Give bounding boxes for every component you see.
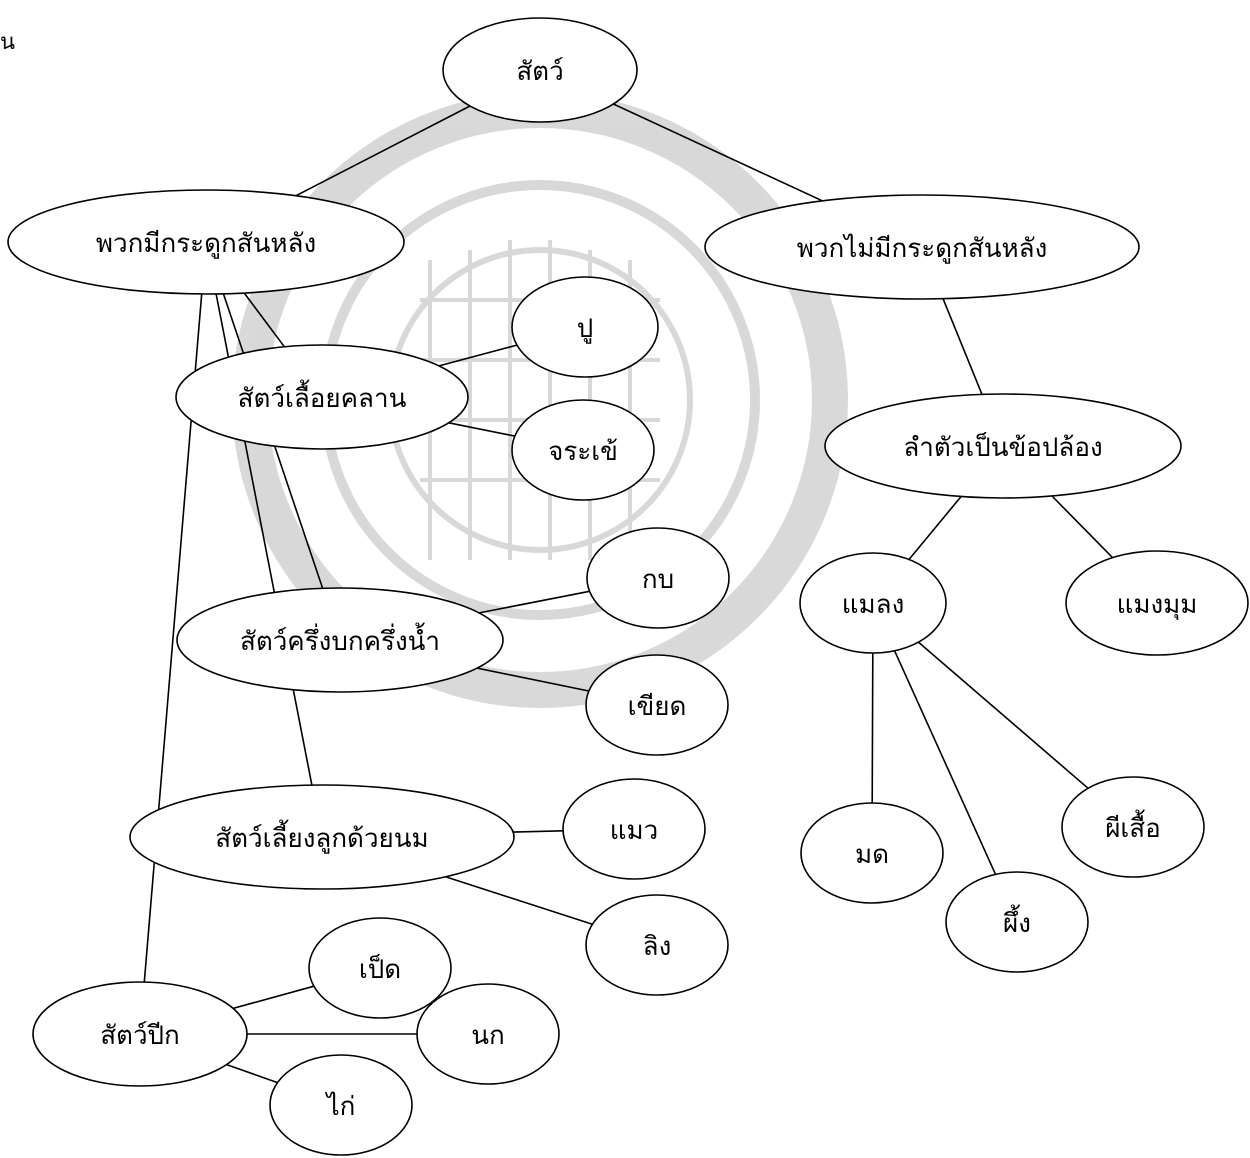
node-arthropods-label: ลำตัวเป็นข้อปล้อง: [903, 431, 1102, 463]
node-amphibians: สัตว์ครึ่งบกครึ่งน้ำ: [176, 587, 504, 693]
node-amphibians-label: สัตว์ครึ่งบกครึ่งน้ำ: [240, 622, 440, 657]
node-frog-label: กบ: [642, 565, 674, 595]
node-cat: แมว: [562, 778, 706, 880]
node-crocodile: จระเข้: [511, 399, 655, 501]
edge-insects-bee: [893, 650, 997, 875]
node-cat-label: แมว: [610, 816, 659, 846]
node-spider-label: แมงมุม: [1117, 590, 1198, 620]
corner-mark: น: [0, 30, 16, 55]
edge-reptiles-crab: [438, 344, 518, 367]
edge-mammals-monkey: [445, 876, 593, 925]
node-reptiles: สัตว์เลื้อยคลาน: [175, 344, 469, 450]
node-monkey: ลิง: [585, 894, 729, 996]
edge-reptiles-crocodile: [448, 422, 515, 437]
node-butterfly: ผีเสื้อ: [1061, 776, 1205, 878]
node-ant-label: มด: [855, 840, 889, 870]
node-reptiles-label: สัตว์เลื้อยคลาน: [238, 379, 407, 414]
node-animal: สัตว์: [442, 17, 638, 123]
node-crab: ปู: [511, 276, 659, 378]
edge-mammals-cat: [513, 830, 564, 833]
node-toad: เขียด: [585, 654, 729, 756]
node-ant: มด: [800, 802, 944, 904]
node-bird: นก: [416, 983, 560, 1085]
node-arthropods: ลำตัวเป็นข้อปล้อง: [824, 393, 1182, 499]
edge-amphibians-frog: [478, 590, 590, 614]
node-invertebrates: พวกไม่มีกระดูกสันหลัง: [704, 194, 1140, 300]
edge-animal-invertebrates: [613, 103, 823, 202]
node-bird-label: นก: [471, 1021, 505, 1051]
node-crocodile-label: จระเข้: [548, 437, 618, 467]
edge-animal-vertebrates: [295, 105, 471, 197]
node-butterfly-label: ผีเสื้อ: [1105, 809, 1161, 844]
edge-arthropods-insects: [908, 495, 962, 561]
node-mammals-label: สัตว์เลี้ยงลูกด้วยนม: [215, 819, 428, 854]
node-duck-label: เป็ด: [359, 953, 401, 985]
edge-insects-butterfly: [917, 641, 1089, 789]
edge-invertebrates-arthropods: [942, 298, 983, 395]
edge-arthropods-spider: [1051, 495, 1114, 559]
node-bee-label: ผึ้ง: [1003, 904, 1031, 939]
edge-birds-duck: [232, 985, 315, 1010]
node-vertebrates: พวกมีกระดูกสันหลัง: [7, 189, 405, 295]
edge-vertebrates-reptiles: [243, 292, 286, 348]
node-birds: สัตว์ปีก: [32, 981, 248, 1087]
edge-insects-ant: [871, 652, 874, 804]
node-chicken: ไก่: [269, 1054, 413, 1156]
nodes-layer: สัตว์ พวกมีกระดูกสันหลัง พวกไม่มีกระดูกส…: [7, 17, 1249, 1156]
node-vertebrates-label: พวกมีกระดูกสันหลัง: [96, 229, 316, 259]
node-spider: แมงมุม: [1065, 550, 1249, 656]
node-bee: ผึ้ง: [945, 871, 1089, 973]
node-animal-label: สัตว์: [516, 57, 563, 87]
node-chicken-label: ไก่: [325, 1091, 356, 1122]
node-duck: เป็ด: [308, 917, 452, 1019]
node-insects: แมลง: [799, 552, 947, 654]
node-crab-label: ปู: [577, 314, 594, 344]
edge-birds-chicken: [226, 1063, 278, 1084]
node-frog: กบ: [586, 527, 730, 629]
node-insects-label: แมลง: [842, 590, 905, 620]
node-invertebrates-label: พวกไม่มีกระดูกสันหลัง: [797, 233, 1048, 264]
node-toad-label: เขียด: [628, 692, 687, 722]
node-birds-label: สัตว์ปีก: [100, 1021, 180, 1051]
edge-amphibians-toad: [476, 667, 589, 692]
node-mammals: สัตว์เลี้ยงลูกด้วยนม: [129, 784, 515, 890]
node-monkey-label: ลิง: [643, 932, 672, 962]
